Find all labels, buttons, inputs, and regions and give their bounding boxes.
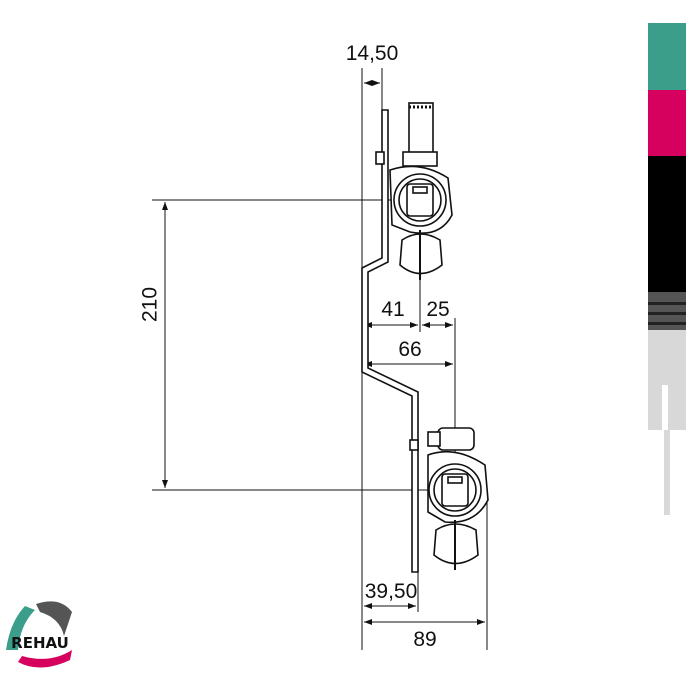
- logo-text: REHAU: [11, 634, 69, 652]
- color-strip: [648, 23, 686, 515]
- dim-label-210: 210: [138, 287, 161, 322]
- rehau-logo: REHAU: [6, 601, 72, 668]
- mounting-bracket: [361, 109, 419, 573]
- dim-label-25: 25: [426, 298, 449, 321]
- bottom-manifold-valve: [409, 427, 489, 570]
- top-manifold-valve: [375, 102, 453, 280]
- dim-label-41: 41: [381, 298, 404, 321]
- dim-label-89: 89: [413, 628, 436, 651]
- dim-label-14-50: 14,50: [346, 42, 399, 65]
- dim-label-66: 66: [398, 338, 421, 361]
- dim-label-39-50: 39,50: [365, 580, 418, 603]
